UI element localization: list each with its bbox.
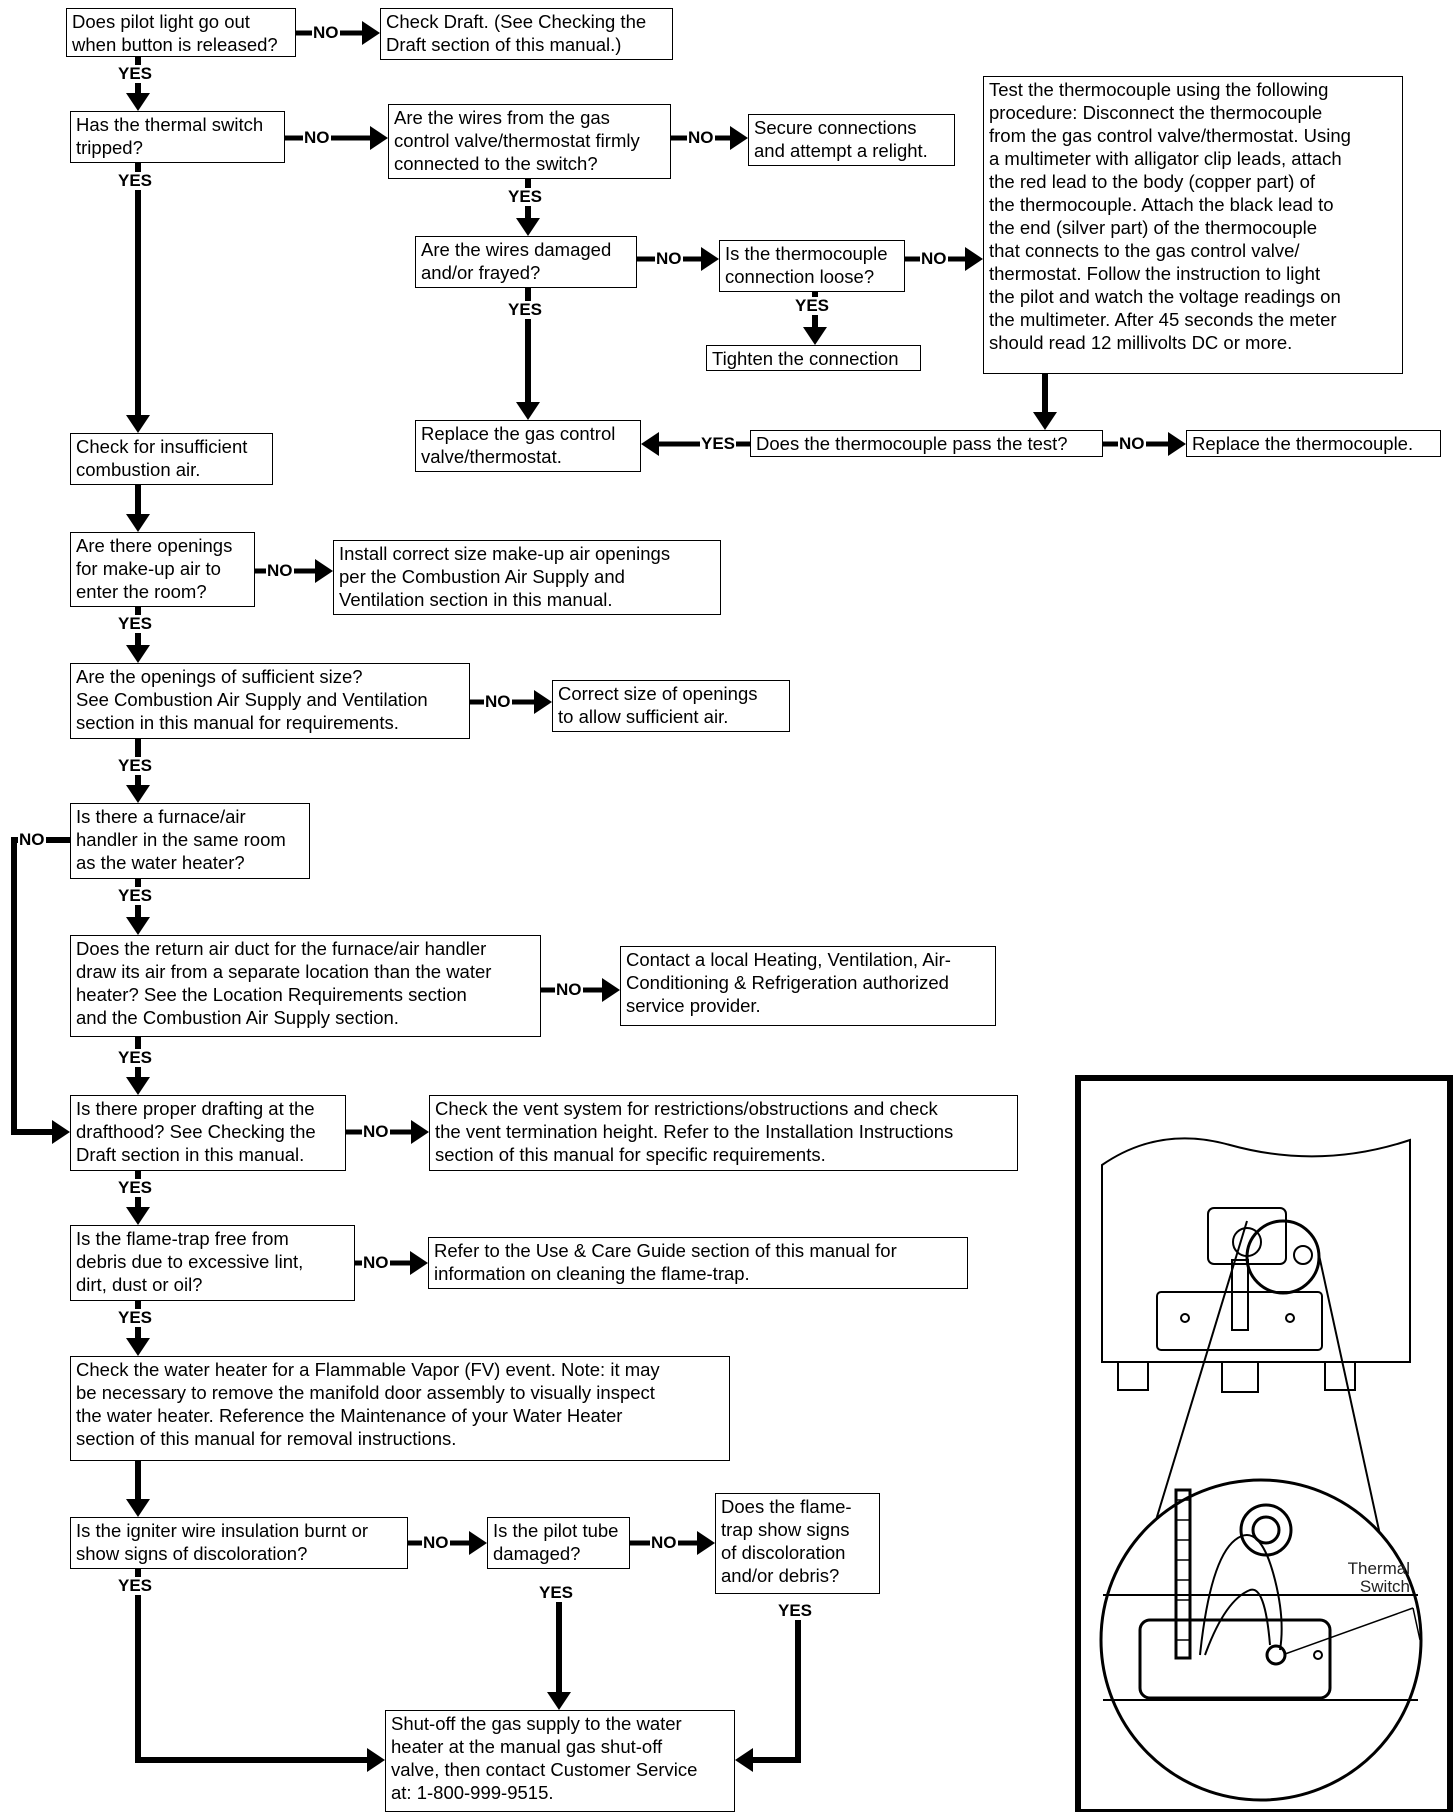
yes-label: YES bbox=[117, 1576, 154, 1595]
action-box-check-draft: Check Draft. (See Checking the Draft sec… bbox=[380, 8, 673, 60]
arrowhead bbox=[410, 1251, 428, 1275]
action-box-shut-off-gas: Shut-off the gas supply to the water hea… bbox=[385, 1710, 735, 1812]
no-label: NO bbox=[303, 128, 331, 147]
arrowhead bbox=[126, 645, 150, 663]
question-box-flame-trap-debris: Is the flame-trap free from debris due t… bbox=[70, 1225, 355, 1301]
connector-line bbox=[135, 1569, 370, 1763]
arrowhead bbox=[516, 402, 540, 420]
question-box-return-air-duct: Does the return air duct for the furnace… bbox=[70, 935, 541, 1037]
question-box-thermal-switch: Has the thermal switch tripped? bbox=[70, 111, 285, 163]
no-label: NO bbox=[266, 561, 294, 580]
question-box-flame-trap-signs: Does the flame- trap show signs of disco… bbox=[715, 1493, 880, 1594]
no-label: NO bbox=[1118, 434, 1146, 453]
arrowhead bbox=[126, 1207, 150, 1225]
yes-label: YES bbox=[700, 434, 737, 453]
action-box-install-openings: Install correct size make-up air opening… bbox=[333, 540, 721, 615]
yes-label: YES bbox=[117, 1048, 154, 1067]
arrowhead bbox=[126, 93, 150, 111]
arrowhead bbox=[735, 1748, 753, 1772]
arrowhead bbox=[965, 247, 983, 271]
arrowhead bbox=[547, 1692, 571, 1710]
arrowhead bbox=[697, 1531, 715, 1555]
no-label: NO bbox=[655, 249, 683, 268]
arrowhead bbox=[126, 785, 150, 803]
yes-label: YES bbox=[117, 614, 154, 633]
arrowhead bbox=[534, 690, 552, 714]
action-box-insufficient-air: Check for insufficient combustion air. bbox=[70, 433, 273, 485]
action-box-test-thermocouple: Test the thermocouple using the followin… bbox=[983, 76, 1403, 374]
arrowhead bbox=[411, 1120, 429, 1144]
question-box-wires-damaged: Are the wires damaged and/or frayed? bbox=[415, 236, 637, 288]
yes-label: YES bbox=[507, 300, 544, 319]
yes-label: YES bbox=[117, 1178, 154, 1197]
arrowhead bbox=[126, 514, 150, 532]
no-label: NO bbox=[422, 1533, 450, 1552]
arrowhead bbox=[367, 1748, 385, 1772]
arrowhead bbox=[370, 126, 388, 150]
action-box-check-vent: Check the vent system for restrictions/o… bbox=[429, 1095, 1018, 1171]
no-label: NO bbox=[362, 1253, 390, 1272]
question-box-proper-drafting: Is there proper drafting at the drafthoo… bbox=[70, 1095, 346, 1171]
arrowhead bbox=[126, 1338, 150, 1356]
arrowhead bbox=[126, 917, 150, 935]
arrowhead bbox=[701, 247, 719, 271]
yes-label: YES bbox=[777, 1601, 814, 1620]
question-box-makeup-openings: Are there openings for make-up air to en… bbox=[70, 532, 255, 607]
no-label: NO bbox=[650, 1533, 678, 1552]
yes-label: YES bbox=[794, 296, 831, 315]
action-box-tighten-connection: Tighten the connection bbox=[706, 345, 921, 371]
yes-label: YES bbox=[117, 171, 154, 190]
arrowhead bbox=[730, 126, 748, 150]
question-box-pilot-light: Does pilot light go out when button is r… bbox=[66, 8, 296, 57]
arrowhead bbox=[126, 1077, 150, 1095]
arrowhead bbox=[641, 432, 659, 456]
yes-label: YES bbox=[507, 187, 544, 206]
action-box-clean-flame-trap: Refer to the Use & Care Guide section of… bbox=[428, 1237, 968, 1289]
arrowhead bbox=[602, 978, 620, 1002]
yes-label: YES bbox=[117, 64, 154, 83]
question-box-thermocouple-loose: Is the thermocouple connection loose? bbox=[719, 240, 905, 292]
yes-label: YES bbox=[538, 1583, 575, 1602]
question-box-thermocouple-test: Does the thermocouple pass the test? bbox=[750, 430, 1103, 457]
arrowhead bbox=[126, 415, 150, 433]
arrowhead bbox=[315, 559, 333, 583]
action-box-secure-connections: Secure connections and attempt a relight… bbox=[748, 114, 955, 166]
connector-line bbox=[750, 1620, 801, 1763]
question-box-furnace-same-room: Is there a furnace/air handler in the sa… bbox=[70, 803, 310, 879]
action-box-contact-hvac: Contact a local Heating, Ventilation, Ai… bbox=[620, 946, 996, 1026]
arrowhead bbox=[469, 1531, 487, 1555]
arrowhead bbox=[1168, 432, 1186, 456]
connector-line bbox=[11, 837, 70, 1135]
arrowhead bbox=[803, 327, 827, 345]
action-box-check-fv-event: Check the water heater for a Flammable V… bbox=[70, 1356, 730, 1461]
action-box-replace-thermocouple: Replace the thermocouple. bbox=[1186, 430, 1441, 457]
action-box-correct-openings: Correct size of openings to allow suffic… bbox=[552, 680, 790, 732]
arrowhead bbox=[126, 1499, 150, 1517]
yes-label: YES bbox=[117, 886, 154, 905]
yes-label: YES bbox=[117, 1308, 154, 1327]
arrowhead bbox=[52, 1120, 70, 1144]
question-box-pilot-tube: Is the pilot tube damaged? bbox=[487, 1517, 630, 1569]
no-label: NO bbox=[362, 1122, 390, 1141]
callout-thermal-switch: Thermal Switch bbox=[1347, 1559, 1410, 1596]
no-label: NO bbox=[312, 23, 340, 42]
question-box-wires-connected: Are the wires from the gas control valve… bbox=[388, 104, 671, 179]
no-label: NO bbox=[920, 249, 948, 268]
no-label: NO bbox=[555, 980, 583, 999]
arrowhead bbox=[516, 218, 540, 236]
arrowhead bbox=[362, 21, 380, 45]
thermal-switch-illustration bbox=[1075, 1075, 1453, 1812]
question-box-igniter-wire: Is the igniter wire insulation burnt or … bbox=[70, 1517, 408, 1569]
arrowhead bbox=[1033, 412, 1057, 430]
no-label: NO bbox=[484, 692, 512, 711]
no-label: NO bbox=[18, 830, 46, 849]
yes-label: YES bbox=[117, 756, 154, 775]
action-box-replace-gas-control: Replace the gas control valve/thermostat… bbox=[415, 420, 641, 472]
question-box-openings-size: Are the openings of sufficient size? See… bbox=[70, 663, 470, 739]
no-label: NO bbox=[687, 128, 715, 147]
